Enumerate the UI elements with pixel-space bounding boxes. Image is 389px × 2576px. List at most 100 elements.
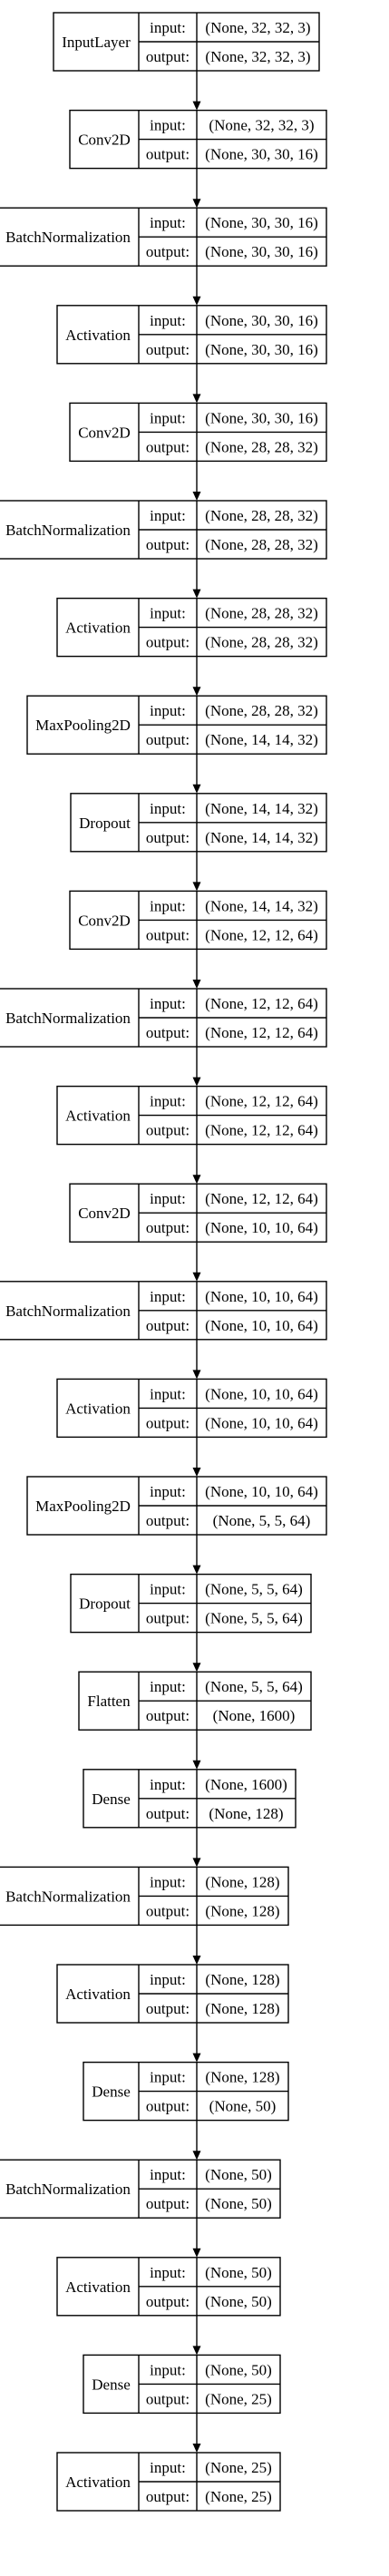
- output-shape: (None, 32, 32, 3): [205, 48, 310, 65]
- edge-arrow: [192, 168, 201, 209]
- input-label: input:: [150, 1190, 186, 1207]
- input-shape: (None, 10, 10, 64): [205, 1483, 318, 1500]
- output-label: output:: [146, 1512, 190, 1529]
- layer-name: Activation: [65, 2278, 131, 2296]
- layer-name: Dense: [92, 1791, 130, 1808]
- output-label: output:: [146, 2293, 190, 2310]
- input-shape: (None, 30, 30, 16): [205, 214, 318, 231]
- input-label: input:: [150, 214, 186, 231]
- input-shape: (None, 10, 10, 64): [205, 1288, 318, 1305]
- input-shape: (None, 5, 5, 64): [205, 1678, 303, 1695]
- input-shape: (None, 128): [205, 1971, 279, 1988]
- output-label: output:: [146, 1317, 190, 1334]
- edge-arrow: [192, 1925, 201, 1965]
- output-label: output:: [146, 1707, 190, 1724]
- input-label: input:: [150, 2166, 186, 2183]
- layer-name: Activation: [65, 1400, 131, 1417]
- input-shape: (None, 28, 28, 32): [205, 702, 318, 719]
- input-label: input:: [150, 2069, 186, 2086]
- edge-arrow: [192, 949, 201, 989]
- input-shape: (None, 25): [205, 2459, 272, 2476]
- input-label: input:: [150, 897, 186, 914]
- input-shape: (None, 14, 14, 32): [205, 897, 318, 914]
- layer-name: Conv2D: [78, 1205, 131, 1222]
- edge-arrow: [192, 1144, 201, 1185]
- layer-name: Conv2D: [78, 132, 131, 149]
- layer-name: Dense: [92, 2376, 130, 2393]
- edge-arrow: [192, 1730, 201, 1770]
- edge-arrow: [192, 71, 201, 111]
- output-label: output:: [146, 243, 190, 260]
- layer-name: BatchNormalization: [5, 1010, 131, 1027]
- output-label: output:: [146, 2098, 190, 2115]
- input-label: input:: [150, 312, 186, 329]
- edge-arrow: [192, 559, 201, 599]
- input-label: input:: [150, 1678, 186, 1695]
- output-label: output:: [146, 634, 190, 651]
- input-shape: (None, 50): [205, 2166, 272, 2183]
- output-shape: (None, 14, 14, 32): [205, 731, 318, 748]
- edge-arrow: [192, 461, 201, 501]
- output-label: output:: [146, 1024, 190, 1041]
- output-label: output:: [146, 1902, 190, 1919]
- output-label: output:: [146, 926, 190, 943]
- input-label: input:: [150, 605, 186, 622]
- layer-node-16: MaxPooling2D input: output: (None, 10, 10, …: [26, 1476, 327, 1536]
- input-label: input:: [150, 2361, 186, 2378]
- input-label: input:: [150, 1776, 186, 1793]
- layer-name: Dropout: [79, 1595, 131, 1613]
- output-shape: (None, 5, 5, 64): [205, 1610, 303, 1627]
- edge-arrow: [192, 1047, 201, 1087]
- input-label: input:: [150, 995, 186, 1012]
- output-label: output:: [146, 1805, 190, 1822]
- input-shape: (None, 12, 12, 64): [205, 995, 318, 1012]
- input-label: input:: [150, 507, 186, 524]
- output-shape: (None, 10, 10, 64): [205, 1219, 318, 1236]
- output-shape: (None, 30, 30, 16): [205, 341, 318, 358]
- output-shape: (None, 128): [205, 1902, 279, 1919]
- input-shape: (None, 128): [205, 2069, 279, 2086]
- edge-arrow: [192, 1437, 201, 1477]
- layer-name: Activation: [65, 1986, 131, 2003]
- input-shape: (None, 32, 32, 3): [205, 19, 310, 36]
- edge-arrow: [192, 2218, 201, 2258]
- output-label: output:: [146, 2488, 190, 2505]
- edge-arrow: [192, 1632, 201, 1673]
- input-shape: (None, 30, 30, 16): [205, 312, 318, 329]
- output-shape: (None, 28, 28, 32): [205, 438, 318, 455]
- output-label: output:: [146, 536, 190, 553]
- layer-name: MaxPooling2D: [35, 1498, 131, 1515]
- input-shape: (None, 32, 32, 3): [209, 117, 314, 134]
- input-label: input:: [150, 1483, 186, 1500]
- output-label: output:: [146, 146, 190, 163]
- input-label: input:: [150, 19, 186, 36]
- output-label: output:: [146, 2390, 190, 2407]
- input-shape: (None, 28, 28, 32): [205, 605, 318, 622]
- input-label: input:: [150, 800, 186, 817]
- input-label: input:: [150, 702, 186, 719]
- output-shape: (None, 25): [205, 2390, 272, 2407]
- layer-name: Flatten: [87, 1693, 131, 1710]
- input-shape: (None, 5, 5, 64): [205, 1581, 303, 1598]
- output-shape: (None, 50): [205, 2195, 272, 2212]
- output-shape: (None, 28, 28, 32): [205, 634, 318, 651]
- output-label: output:: [146, 2195, 190, 2212]
- output-label: output:: [146, 2000, 190, 2017]
- edge-arrow: [192, 754, 201, 794]
- input-shape: (None, 14, 14, 32): [205, 800, 318, 817]
- layer-name: BatchNormalization: [5, 1303, 131, 1320]
- input-label: input:: [150, 1581, 186, 1598]
- output-shape: (None, 12, 12, 64): [205, 1024, 318, 1041]
